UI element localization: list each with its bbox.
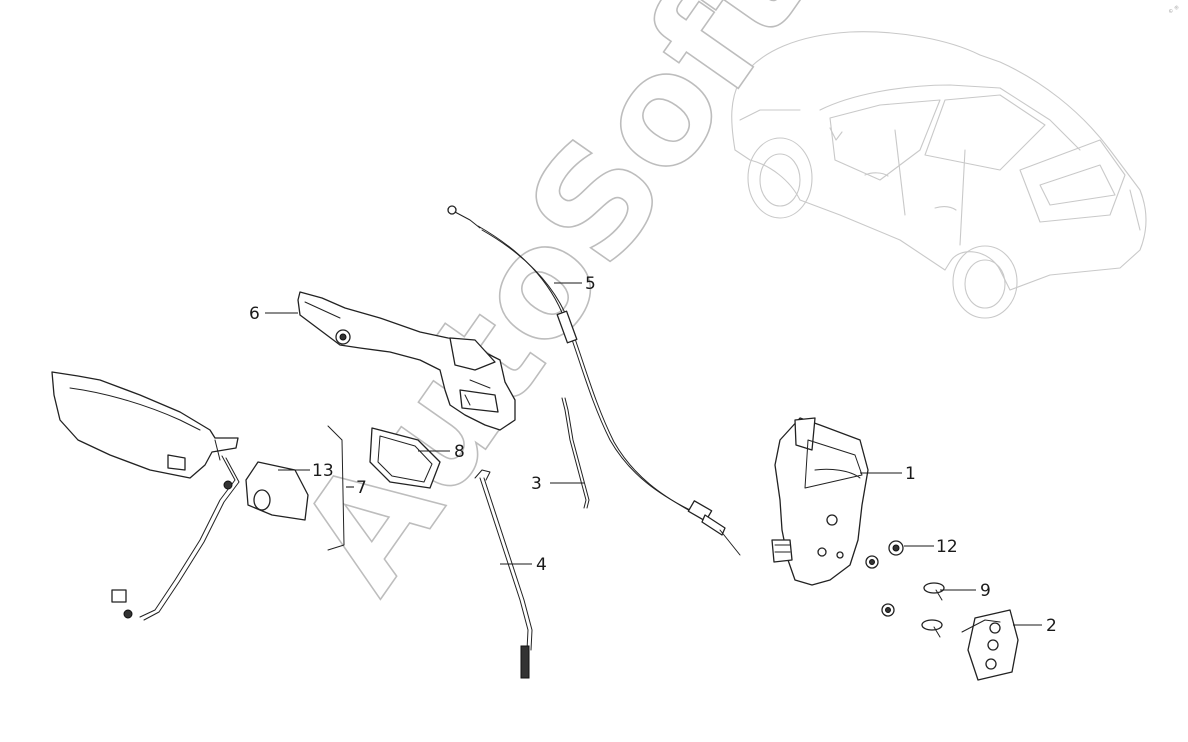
callout-1: 1 [905,464,916,484]
leader-lines [265,282,1042,626]
part-outer-handle [51,371,240,621]
callout-labels: 1 2 3 4 5 6 7 8 9 12 13 [249,274,1057,636]
callout-4: 4 [536,555,547,575]
callout-9: 9 [980,581,991,601]
part-bolts-12 [865,540,904,617]
part-cable [447,205,741,556]
part-rod-3 [561,397,590,509]
part-lock-actuator [771,417,869,586]
callout-2: 2 [1046,616,1057,636]
callout-3: 3 [531,474,542,494]
part-rod-4 [474,469,533,679]
callout-13: 13 [312,461,334,481]
part-handle-carrier [297,291,516,431]
part-gasket [369,427,441,489]
callout-5: 5 [585,274,596,294]
part-cap [245,461,309,521]
callout-12: 12 [936,537,958,557]
part-striker [961,609,1019,681]
callout-6: 6 [249,304,260,324]
callout-8: 8 [454,442,465,462]
car-silhouette [731,31,1147,319]
callout-7: 7 [356,478,367,498]
corner-mark: © ® [1167,4,1181,16]
bracket-7 [327,425,345,551]
part-screws-9 [921,582,945,638]
